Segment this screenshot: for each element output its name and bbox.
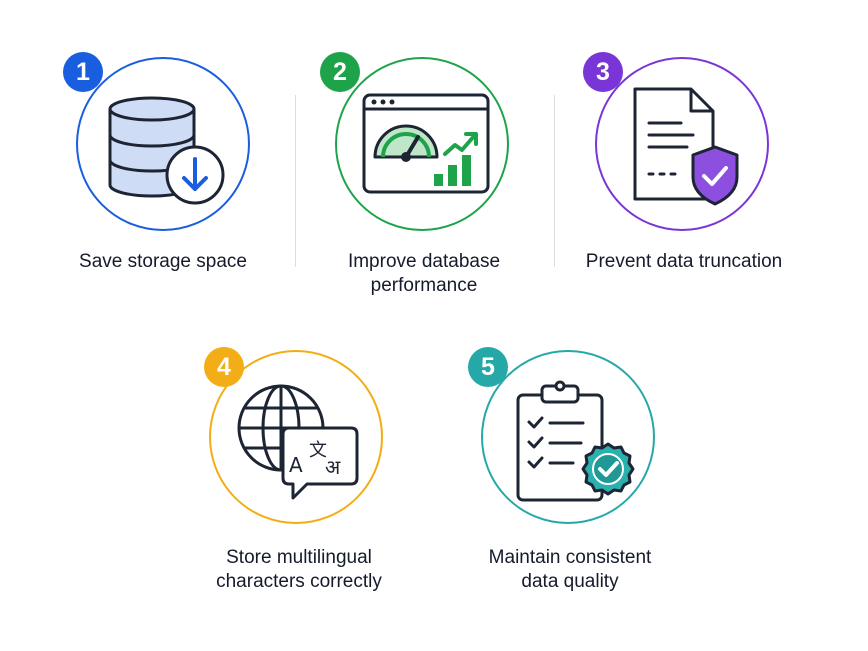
- benefit-label-2: Improve database performance: [279, 250, 569, 298]
- benefit-label-3-line1: Prevent data truncation: [585, 251, 783, 272]
- icon-ring-2: [335, 57, 509, 231]
- benefit-label-5-line1: Maintain consistent: [488, 547, 652, 568]
- checklist-badge-icon: [516, 380, 635, 502]
- step-badge-1: 1: [63, 52, 103, 92]
- glyph-devanagari-a: अ: [325, 455, 341, 479]
- benefit-label-3: Prevent data truncation: [539, 250, 829, 274]
- icon-ring-1: [76, 57, 250, 231]
- benefit-label-5: Maintain consistent data quality: [425, 546, 715, 594]
- icon-ring-3: [595, 57, 769, 231]
- performance-dashboard-icon: [362, 93, 490, 194]
- column-divider-1: [295, 95, 296, 267]
- benefit-label-1-line1: Save storage space: [79, 251, 247, 272]
- benefit-label-2-line2: performance: [370, 275, 478, 296]
- step-badge-5: 5: [468, 347, 508, 387]
- step-badge-4: 4: [204, 347, 244, 387]
- benefit-label-1: Save storage space: [18, 250, 308, 274]
- globe-translation-icon: A 文 अ: [237, 384, 359, 500]
- column-divider-2: [554, 95, 555, 267]
- benefit-label-2-line1: Improve database: [347, 251, 501, 272]
- benefit-label-4-line2: characters correctly: [216, 571, 382, 592]
- benefit-label-4-line1: Store multilingual: [226, 547, 372, 568]
- database-download-icon: [108, 96, 225, 205]
- step-badge-2: 2: [320, 52, 360, 92]
- benefit-label-5-line2: data quality: [521, 571, 619, 592]
- benefit-label-4: Store multilingual characters correctly: [154, 546, 444, 594]
- glyph-wen: 文: [309, 440, 327, 461]
- glyph-a: A: [289, 453, 303, 477]
- step-badge-3: 3: [583, 52, 623, 92]
- document-shield-icon: [633, 87, 739, 206]
- icon-ring-5: [481, 350, 655, 524]
